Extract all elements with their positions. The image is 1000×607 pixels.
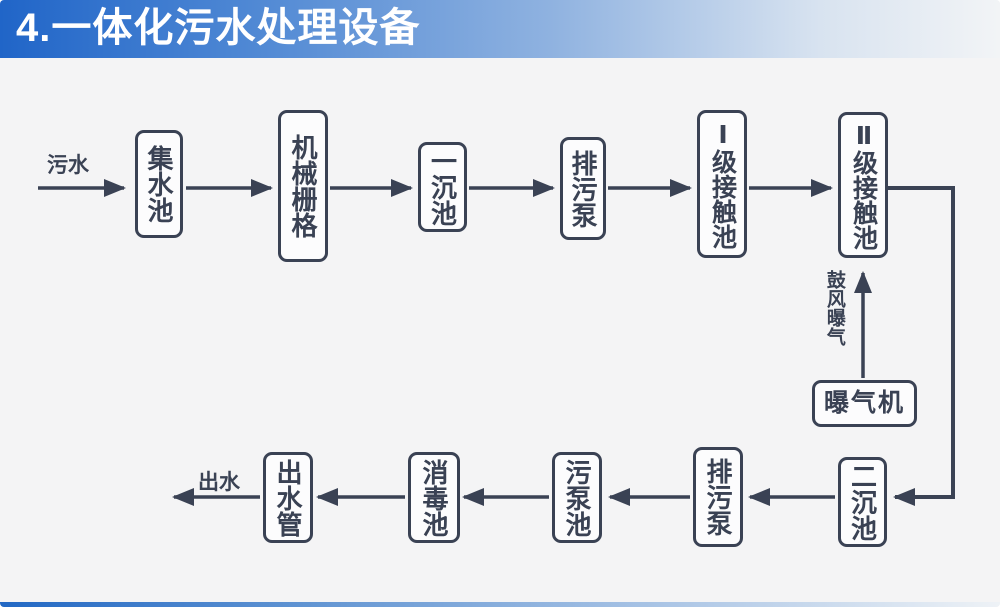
node-disinfection-pool: 消毒池 <box>408 452 460 543</box>
node-sewage-pump-bottom: 排污泵 <box>693 447 743 547</box>
slide-title-bar: 4.一体化污水处理设备 <box>0 0 1000 58</box>
inflow-label: 污水 <box>47 154 89 177</box>
outflow-label: 出水 <box>198 471 240 494</box>
node-collection-pool: 集水池 <box>135 130 183 238</box>
node-sewage-pump-pool: 污泵池 <box>552 452 602 543</box>
node-contact-pool-2: Ⅱ级接触池 <box>838 112 888 258</box>
node-mechanical-grid: 机械栅格 <box>278 110 328 262</box>
node-outlet-pipe: 出水管 <box>263 452 313 543</box>
node-aerator: 曝气机 <box>812 380 917 427</box>
node-primary-sedimentation: 一沉池 <box>418 142 467 232</box>
node-sewage-pump-top: 排污泵 <box>560 137 606 240</box>
aeration-label: 鼓风曝气 <box>823 270 845 346</box>
arrow-contact2-to-secondary <box>888 186 955 506</box>
slide-title: 4.一体化污水处理设备 <box>16 6 421 50</box>
bottom-accent-bar <box>0 602 1000 607</box>
node-contact-pool-1: Ⅰ级接触池 <box>697 110 747 258</box>
node-secondary-sedimentation: 二沉池 <box>838 457 887 547</box>
